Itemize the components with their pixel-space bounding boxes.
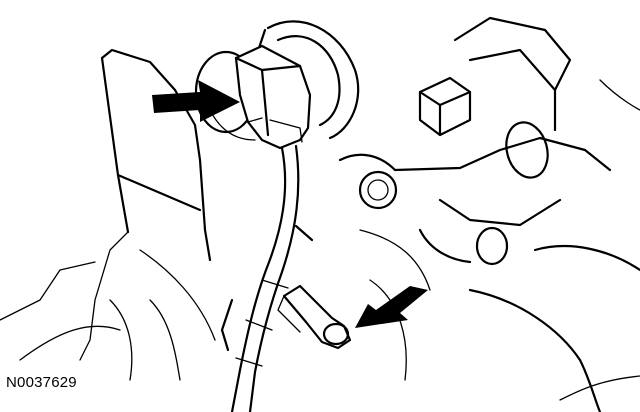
electrical-connector <box>234 44 312 150</box>
sensor-plug <box>277 284 352 350</box>
wiring-harness <box>220 144 314 412</box>
callout-arrow-sensor <box>355 286 428 328</box>
callout-arrow-connector <box>152 80 240 122</box>
engine-block <box>338 16 640 412</box>
figure-id-label: N0037629 <box>6 374 77 391</box>
